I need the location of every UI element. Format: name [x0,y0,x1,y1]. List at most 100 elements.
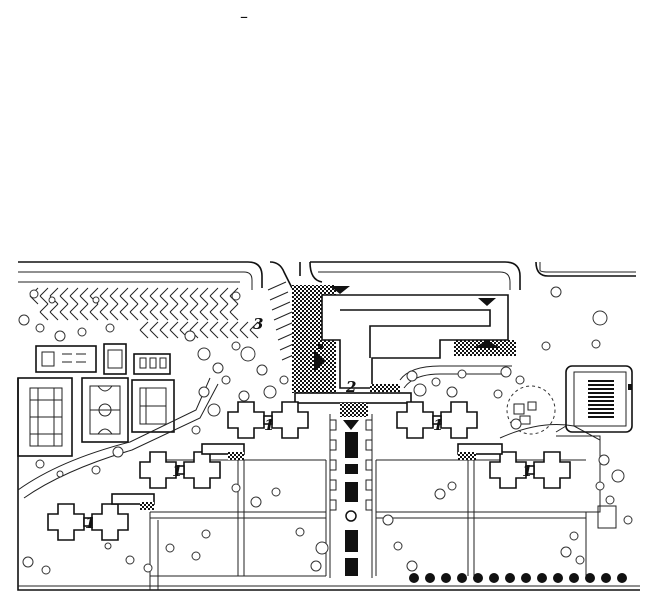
tree [393,541,403,551]
label-residential-1d: 1 [433,416,443,434]
residential-wing [396,401,434,439]
parking-stall [249,321,259,339]
parking-stall [179,303,189,321]
parking-stall [199,303,209,321]
parking-stall [79,287,89,305]
parking-stall [179,287,189,305]
parking-stall [49,303,59,321]
tree [569,531,579,541]
tree [575,555,585,565]
tree [310,560,322,572]
parking-stall [209,321,219,339]
tree-dark [585,573,595,583]
parking-stall [199,287,209,305]
parking-stall [271,301,291,311]
parking-stall [269,291,289,301]
tree [315,541,329,555]
parking-stall [169,321,179,339]
tree-dark [505,573,515,583]
residential-link [83,517,93,527]
parking-stall [109,303,119,321]
tree [231,291,241,301]
parking-stall [199,321,209,339]
tree [611,469,625,483]
residential-wing [139,451,177,489]
tree [447,481,457,491]
parking-stall [69,287,79,305]
tree-dark [473,573,483,583]
tree [406,560,418,572]
tree [41,565,51,575]
tree [510,418,522,430]
parking-stall [99,303,109,321]
tree-dark [521,573,531,583]
block-connectors [111,443,503,510]
tree [29,289,39,299]
tree [22,556,34,568]
parking-stall [149,303,159,321]
tree [212,362,224,374]
top-mark: – [240,7,248,26]
ground-parcels [17,365,640,591]
tree [231,341,241,351]
parking-stall [89,303,99,321]
tree [201,529,211,539]
tree [54,330,66,342]
tree [198,386,210,398]
residential-link [263,415,273,425]
residential-wing [47,503,85,541]
residential-wing [533,451,571,489]
east-facility [506,365,633,446]
tree [221,375,231,385]
tree [104,542,112,550]
parking-stall [59,303,69,321]
residential-wing [91,503,129,541]
parking-stall [119,303,129,321]
top-street [18,261,636,290]
tree [515,375,525,385]
tree-dark [409,573,419,583]
tree [112,446,124,458]
parking-stall [139,321,149,339]
tree [35,459,45,469]
parking-stall [275,321,295,331]
tree [238,390,250,402]
parking-stall [209,303,219,321]
tree [598,454,610,466]
parking-stall [79,303,89,321]
tree [91,465,101,475]
parking-stall [139,287,149,305]
tree [191,425,201,435]
label-residential-1a: 1 [85,514,95,532]
tree [271,487,281,497]
tree [18,314,30,326]
parking-stall [159,321,169,339]
tree [240,346,256,362]
tree-dark [569,573,579,583]
tree [191,551,201,561]
residential-link [175,465,185,475]
tree [493,389,503,399]
residential-wing [271,401,309,439]
tree [250,496,262,508]
tree [143,563,153,573]
tree-dark [489,573,499,583]
parking-stall [129,303,139,321]
tree [550,286,562,298]
tree-dark [617,573,627,583]
tree [595,481,605,491]
tree [591,339,601,349]
parking-stall [209,287,219,305]
tree [35,323,45,333]
tree [231,483,241,493]
tree-dark [441,573,451,583]
central-axis [329,414,373,578]
tree [413,383,427,397]
parking-stall [219,321,229,339]
residential-link [432,415,442,425]
tree [279,375,289,385]
parking-stall [59,287,69,305]
tree [165,543,175,553]
tree-dark [537,573,547,583]
tree [184,330,196,342]
